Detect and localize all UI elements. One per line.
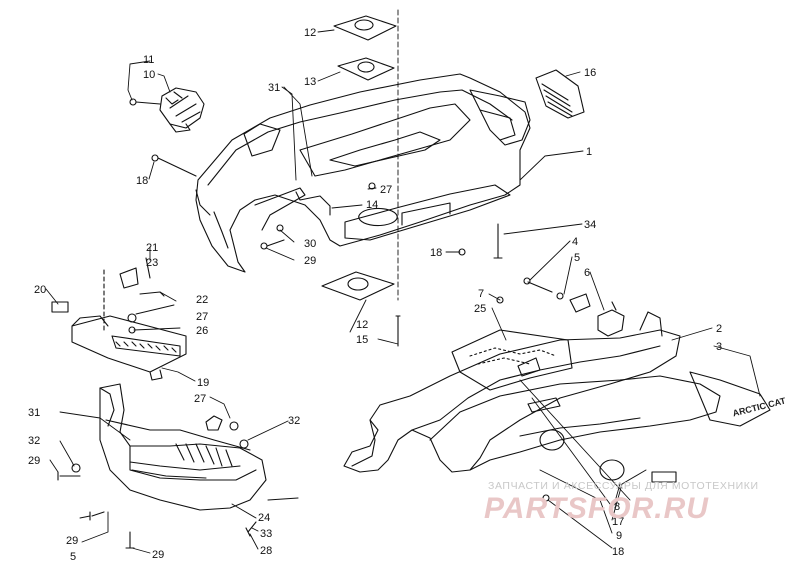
boot-assembly xyxy=(129,87,205,133)
callout-17: 17 xyxy=(612,516,624,528)
callout-7: 7 xyxy=(478,288,484,300)
callout-23: 23 xyxy=(146,257,158,269)
callout-31-b: 31 xyxy=(28,407,40,419)
callout-14: 14 xyxy=(366,199,378,211)
callout-34: 34 xyxy=(584,219,596,231)
callout-18: 18 xyxy=(136,175,148,187)
callout-33: 33 xyxy=(260,528,272,540)
callout-21: 21 xyxy=(146,242,158,254)
callout-18-c: 18 xyxy=(612,546,624,558)
callout-19: 19 xyxy=(197,377,209,389)
callout-labels: 11 10 31 18 12 13 16 1 27 14 30 29 18 34… xyxy=(28,27,722,563)
belly-pan xyxy=(343,311,771,481)
callout-12-b: 12 xyxy=(356,319,368,331)
lower-skid xyxy=(71,383,267,511)
callout-29-d: 29 xyxy=(152,549,164,561)
lower-plate xyxy=(321,271,401,347)
callout-32-b: 32 xyxy=(288,415,300,427)
callout-29: 29 xyxy=(304,255,316,267)
callout-29-c: 29 xyxy=(66,535,78,547)
callout-16: 16 xyxy=(584,67,596,79)
upper-plates xyxy=(333,15,397,81)
callout-25: 25 xyxy=(474,303,486,315)
callout-24: 24 xyxy=(258,512,270,524)
callout-29-b: 29 xyxy=(28,455,40,467)
callout-12: 12 xyxy=(304,27,316,39)
callout-8: 8 xyxy=(614,501,620,513)
callout-4: 4 xyxy=(572,236,578,248)
callout-1: 1 xyxy=(586,146,592,158)
callout-9: 9 xyxy=(616,530,622,542)
watermark-logo: PARTSFOR.RU xyxy=(484,492,709,525)
callout-10: 10 xyxy=(143,69,155,81)
leader-lines xyxy=(45,9,761,554)
vent-grille xyxy=(535,69,585,119)
callout-27: 27 xyxy=(380,184,392,196)
callout-26: 26 xyxy=(196,325,208,337)
callout-30: 30 xyxy=(304,238,316,250)
callout-13: 13 xyxy=(304,76,316,88)
dash-panel xyxy=(195,73,531,273)
callout-27-c: 27 xyxy=(194,393,206,405)
callout-27-b: 27 xyxy=(196,311,208,323)
callout-2: 2 xyxy=(716,323,722,335)
callout-28: 28 xyxy=(260,545,272,557)
callout-32: 32 xyxy=(28,435,40,447)
callout-18-b: 18 xyxy=(430,247,442,259)
switch-part xyxy=(523,277,625,337)
callout-20: 20 xyxy=(34,284,46,296)
callout-31: 31 xyxy=(268,82,280,94)
callout-3: 3 xyxy=(716,341,722,353)
callout-11: 11 xyxy=(143,54,154,66)
callout-15: 15 xyxy=(356,334,368,346)
callout-5: 5 xyxy=(574,252,580,264)
callout-6: 6 xyxy=(584,267,590,279)
front-bumper xyxy=(51,257,187,381)
fasteners xyxy=(57,154,677,549)
watermark-tagline: ЗАПЧАСТИ И АКСЕССУАРЫ ДЛЯ МОТОТЕХНИКИ xyxy=(488,480,759,492)
callout-22: 22 xyxy=(196,294,208,306)
callout-5-b: 5 xyxy=(70,551,76,563)
